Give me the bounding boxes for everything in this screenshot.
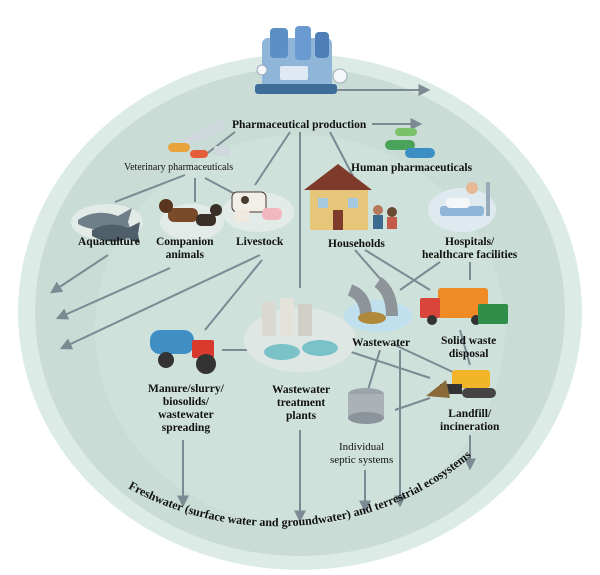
- label-aquaculture: Aquaculture: [78, 236, 140, 248]
- label-solid-waste-line2: disposal: [448, 348, 489, 360]
- label-households: Households: [328, 238, 385, 250]
- arrow-live-out1: [59, 254, 261, 350]
- label-veterinary-pharmaceuticals: Veterinary pharmaceuticals: [124, 162, 234, 173]
- label-septic: Individual septic systems: [330, 441, 393, 467]
- arrow-comp-out: [55, 267, 171, 320]
- label-manure-line3: wastewater: [158, 409, 214, 421]
- label-wwtp-line3: plants: [286, 410, 317, 422]
- label-companion-line2: animals: [165, 249, 204, 261]
- label-human-pharmaceuticals: Human pharmaceuticals: [351, 162, 473, 174]
- hospital-illustration: [428, 182, 496, 232]
- label-manure-line4: spreading: [161, 422, 211, 434]
- label-wastewater: Wastewater: [352, 337, 411, 349]
- human-pharma-illustration: [385, 128, 435, 158]
- wastewater-pipes-illustration: [344, 277, 412, 332]
- septic-tank-illustration: [348, 388, 384, 424]
- arrow-hosp-ww: [399, 261, 441, 291]
- label-hospitals-line1: Hospitals/: [445, 236, 495, 248]
- arrow-vet-aqua: [114, 174, 186, 203]
- wwtp-illustration: [244, 298, 356, 372]
- label-landfill-line2: incineration: [440, 421, 500, 433]
- label-solid-waste: Solid waste disposal: [441, 335, 496, 361]
- tractor-illustration: [150, 330, 216, 374]
- label-landfill-line1: Landfill/: [448, 408, 492, 420]
- livestock-illustration: [222, 191, 294, 232]
- house-illustration: [304, 164, 397, 230]
- arrow-production-vet: [204, 131, 236, 156]
- vet-pharma-illustration: [168, 120, 230, 158]
- label-wwtp-line2: treatment: [276, 397, 326, 409]
- label-wwtp-line1: Wastewater: [272, 384, 331, 396]
- label-septic-line2: septic systems: [330, 454, 394, 466]
- label-pharmaceutical-production: Pharmaceutical production: [232, 119, 367, 131]
- label-hospitals-line2: healthcare facilities: [422, 249, 518, 261]
- bulldozer-illustration: [426, 370, 496, 398]
- arrow-households-solid: [364, 249, 431, 291]
- label-wwtp: Wastewater treatment plants: [272, 384, 330, 423]
- arrow-live-manure: [204, 259, 263, 331]
- arrow-solid-landfill: [459, 329, 471, 366]
- garbage-truck-illustration: [420, 288, 508, 325]
- label-manure-line1: Manure/slurry/: [148, 383, 224, 395]
- label-hospitals: Hospitals/ healthcare facilities: [422, 236, 517, 262]
- fish-illustration: [71, 204, 143, 244]
- arrow-septic-landfill: [394, 397, 431, 411]
- arrow-aqua-out: [49, 254, 109, 294]
- label-livestock: Livestock: [236, 236, 284, 248]
- label-landfill: Landfill/ incineration: [440, 408, 499, 434]
- arrow-production-livestock: [254, 131, 291, 186]
- label-septic-line1: Individual: [339, 441, 385, 453]
- label-manure-line2: biosolids/: [162, 396, 209, 408]
- arrow-production-households: [329, 131, 356, 181]
- label-manure: Manure/slurry/ biosolids/ wastewater spr…: [148, 383, 224, 435]
- label-companion-line1: Companion: [156, 236, 214, 248]
- companion-animals-illustration: [159, 199, 224, 240]
- label-companion-animals: Companion animals: [156, 236, 214, 262]
- label-solid-waste-line1: Solid waste: [441, 335, 497, 347]
- factory-illustration: [255, 26, 348, 94]
